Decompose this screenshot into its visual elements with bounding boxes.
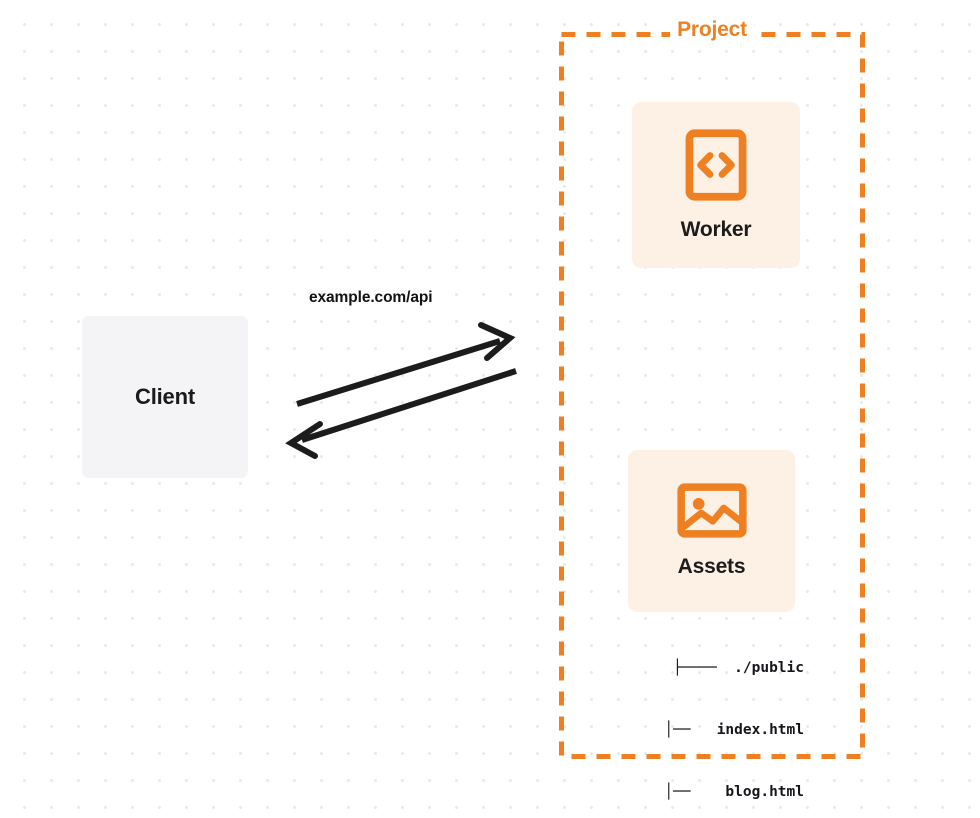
worker-node-label: Worker xyxy=(680,217,752,241)
project-group: Project Worker Assets xyxy=(559,18,865,759)
code-brackets-icon xyxy=(685,128,747,206)
request-arrow xyxy=(296,322,516,407)
asset-file-tree: ├──── ./public │── index.html │── blog.h… xyxy=(608,617,804,818)
connection-label: example.com/api xyxy=(309,289,433,306)
worker-node[interactable]: Worker xyxy=(632,102,800,268)
client-node[interactable]: Client xyxy=(82,316,248,478)
client-node-label: Client xyxy=(135,384,195,409)
image-picture-icon xyxy=(676,483,747,543)
response-arrow xyxy=(285,368,517,459)
file-tree-row: │── blog.html xyxy=(646,783,804,800)
project-title: Project xyxy=(670,18,754,42)
assets-node-label: Assets xyxy=(677,555,746,578)
file-tree-row: ├──── ./public xyxy=(673,660,804,677)
assets-node[interactable]: Assets xyxy=(628,450,795,612)
file-tree-row: │── index.html xyxy=(646,721,804,738)
